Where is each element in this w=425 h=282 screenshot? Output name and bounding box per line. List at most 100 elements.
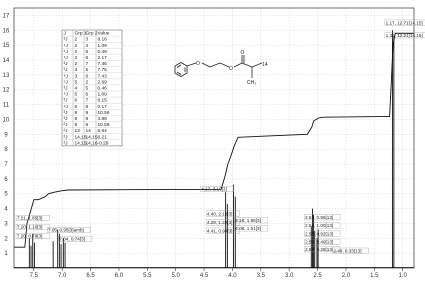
y-tick-label: 13 <box>3 73 10 79</box>
peak-label-box <box>304 246 341 253</box>
table-cell: 4 <box>86 43 89 49</box>
y-tick-label: 11 <box>3 103 10 109</box>
y-tick-label: 7 <box>4 162 8 168</box>
table-cell: 8.15 <box>98 98 108 104</box>
table-header-cell: J <box>64 31 67 37</box>
benzene-ring <box>174 62 188 77</box>
peak-label: 7.05, 0.95[3]amb) <box>48 228 84 233</box>
table-cell: 10.56 <box>98 110 110 116</box>
peak-label: 1.36, 12.21[14.15] <box>386 33 423 38</box>
table-cell: 2 <box>75 43 78 49</box>
table-cell: 6 <box>75 104 78 110</box>
table-cell: 14,15 <box>75 134 87 140</box>
table-cell: 0.46 <box>98 86 108 92</box>
bond <box>251 62 263 68</box>
table-cell: 6 <box>86 55 89 61</box>
table-cell: -0.29 <box>98 140 109 146</box>
peak-label: 4.29, 1.25[3] <box>207 220 233 225</box>
peak-label: 1.17, 12.71[14.15] <box>386 20 423 25</box>
y-tick-label: 6 <box>4 177 8 183</box>
table-cell: 14,16 <box>86 140 98 146</box>
table-header-cell: Grp 2 <box>86 31 98 37</box>
atom-o3: O <box>241 50 245 56</box>
table-cell: 2.69 <box>98 79 108 85</box>
x-tick-label: 3.5 <box>257 273 266 279</box>
table-cell: 8 <box>75 116 78 122</box>
integral-curve <box>14 32 414 248</box>
table-cell: 2 <box>75 49 78 55</box>
table-cell: 10.56 <box>98 122 110 128</box>
bond <box>201 62 211 68</box>
table-cell: 1.09 <box>98 92 108 98</box>
table-cell: ⁴J <box>64 104 69 110</box>
table-cell: ³J <box>64 61 69 67</box>
bond <box>219 62 230 68</box>
bond <box>176 71 182 75</box>
peak-label: 2.52, 0.96[13] <box>305 215 333 220</box>
table-cell: 3 <box>86 37 89 43</box>
table-cell: 4 <box>75 86 78 92</box>
table-cell: ³J <box>64 67 69 73</box>
table-cell: ⁴J <box>64 55 69 61</box>
table-cell: 6.21 <box>98 134 108 140</box>
y-tick-label: 4 <box>4 207 8 213</box>
table-cell: 1.09 <box>98 43 108 49</box>
table-header-cell: Grp 1 <box>75 31 87 37</box>
y-tick-label: 17 <box>3 13 10 19</box>
peak-label-box <box>205 227 240 234</box>
table-cell: 2 <box>75 55 78 61</box>
table-cell: 2 <box>86 79 89 85</box>
table-cell: ²J <box>64 140 69 146</box>
table-cell: 3 <box>75 73 78 79</box>
peak-label: 2.55, 0.49[13] <box>305 239 333 244</box>
x-tick-label: 1.0 <box>398 273 407 279</box>
y-tick-label: 10 <box>3 117 10 123</box>
table-cell: 14 <box>86 128 92 134</box>
peak-label: 2.57, 0.28[13] <box>305 247 333 252</box>
table-cell: 8 <box>75 110 78 116</box>
peak-label: 2.52, 1.00[13] <box>305 223 333 228</box>
table-cell: 2 <box>75 37 78 43</box>
table-cell: ⁵J <box>64 79 69 85</box>
plot-frame <box>13 7 415 269</box>
table-cell: 8 <box>86 104 89 110</box>
peak-label-box <box>332 247 369 254</box>
x-tick-label: 7.5 <box>30 273 39 279</box>
y-tick-label: 9 <box>4 132 8 138</box>
peak-label-box <box>205 210 240 217</box>
y-tick-label: 3 <box>4 221 8 227</box>
x-tick-label: 5.0 <box>172 273 181 279</box>
peak-label-box <box>15 215 50 221</box>
table-cell: 0.17 <box>98 104 108 110</box>
table-cell: 7.43 <box>98 73 108 79</box>
bond <box>233 62 243 68</box>
peak-label-box <box>304 222 341 229</box>
x-tick-label: 2.0 <box>342 273 351 279</box>
peak-label-box <box>384 32 425 39</box>
y-tick-label: 1 <box>4 251 8 257</box>
peak-labels: 7.21, 1.85[3]7.20, 1.10[3]7.20, 0.79[3]7… <box>15 19 425 254</box>
table-header-cell: Value <box>98 31 110 37</box>
table-cell: 7 <box>86 61 89 67</box>
table-cell: ²J <box>64 128 69 134</box>
table-cell: 9 <box>75 122 78 128</box>
table-cell: 5 <box>86 67 89 73</box>
peak-label: 4.08, 1.51[3] <box>235 226 261 231</box>
peak-label-box <box>47 227 91 233</box>
y-tick-label: 5 <box>4 192 8 198</box>
y-tick-label: 2 <box>4 236 8 242</box>
table-cell: ⁴J <box>64 73 69 79</box>
y-tick-label: 14 <box>3 58 10 64</box>
table-cell: ⁴J <box>64 92 69 98</box>
table-cell: ³J <box>64 110 69 116</box>
table-cell: 9 <box>86 116 89 122</box>
table-cell: 6 <box>75 98 78 104</box>
table-cell: 5 <box>86 49 89 55</box>
peak-label: 2.54, 0.92[13] <box>305 231 333 236</box>
table-cell: 7.75 <box>98 67 108 73</box>
table-cell: 14,15 <box>75 140 87 146</box>
